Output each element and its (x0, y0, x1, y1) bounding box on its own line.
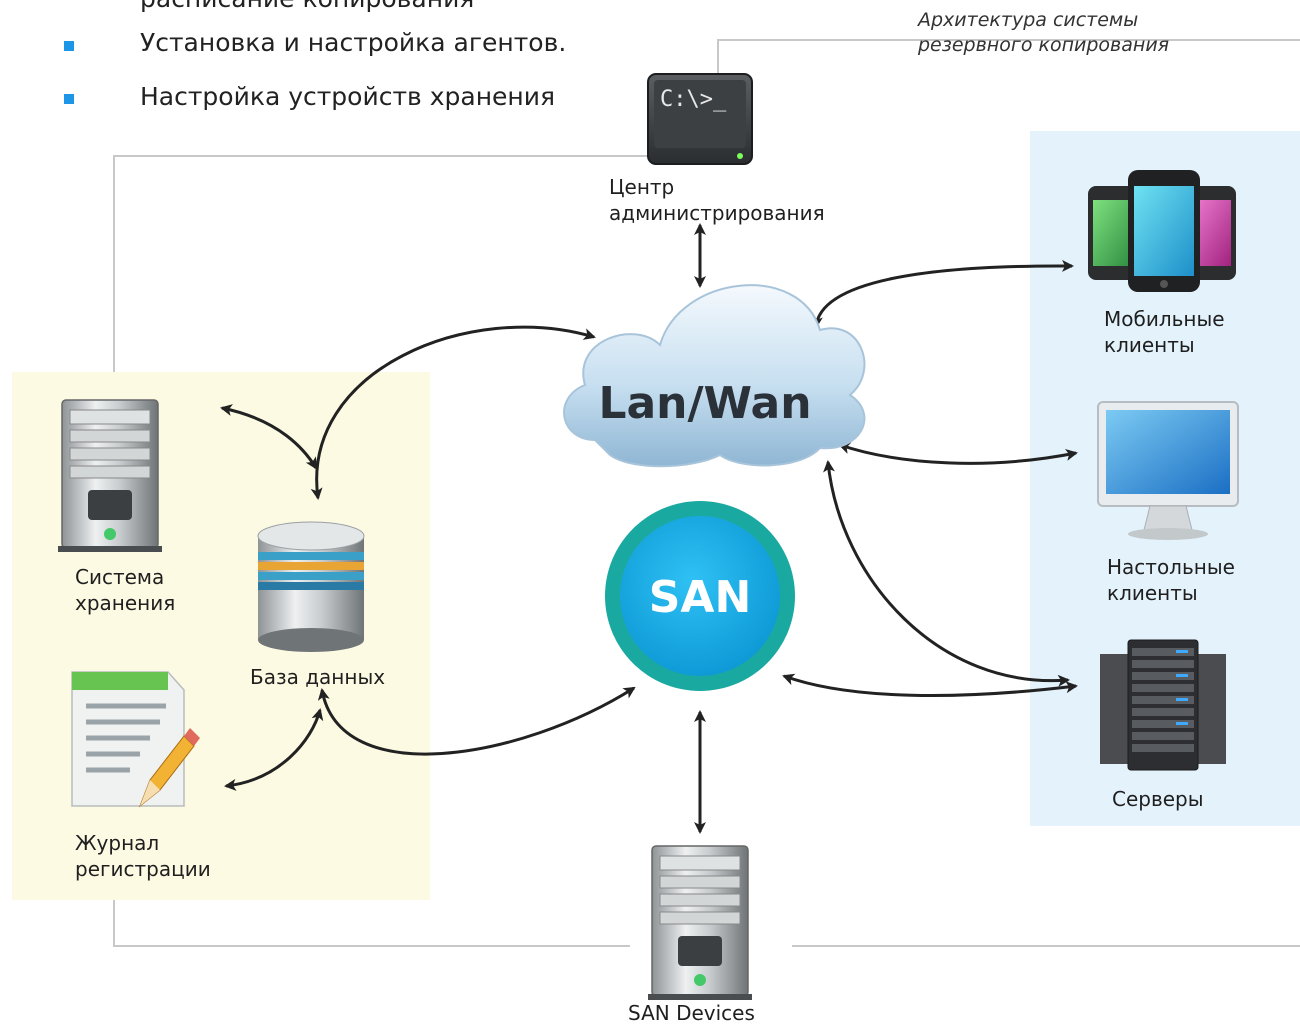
san-label: SAN (649, 572, 752, 623)
cloud-icon: Lan/Wan (563, 284, 866, 468)
mobile-clients-label: Мобильные клиенты (1104, 306, 1225, 358)
san-circle-icon: SAN (605, 501, 795, 691)
terminal-icon: C:\>_ (647, 73, 753, 165)
server-tower-icon-san-devices (648, 845, 752, 1000)
bullet-item-agents: Установка и настройка агентов. (140, 28, 567, 57)
arrow-db-cloud (310, 325, 596, 500)
storage-label-line-2: хранения (75, 591, 176, 615)
diagram-caption: Архитектура системы резервного копирован… (918, 8, 1169, 58)
terminal-prompt-text: C:\>_ (660, 87, 727, 112)
monitor-icon (1097, 401, 1239, 540)
cloud-label: Lan/Wan (598, 378, 811, 429)
caption-line-2: резервного копирования (918, 34, 1170, 56)
admin-label-line-1: Центр (609, 175, 675, 199)
storage-label-line-1: Система (75, 565, 165, 589)
arrow-cloud-servers (823, 460, 1070, 687)
database-label: База данных (250, 665, 386, 689)
arrow-storage-db (220, 404, 318, 470)
arrow-san-servers (782, 673, 1078, 697)
arrow-cloud-mobile (810, 259, 1074, 329)
storage-label: Система хранения (75, 564, 175, 616)
database-icon (257, 521, 365, 652)
arrow-cloud-desktop (838, 442, 1078, 465)
smartphones-icon (1088, 170, 1236, 292)
desktop-clients-label: Настольные клиенты (1107, 554, 1235, 606)
mobile-label-line-1: Мобильные (1104, 307, 1225, 331)
bullet-item-storage: Настройка устройств хранения (140, 82, 556, 111)
admin-center-label: Центр администрирования (609, 174, 825, 226)
journal-label-line-1: Журнал (75, 831, 160, 855)
journal-label-line-2: регистрации (75, 857, 211, 881)
bullet-marker (64, 41, 74, 51)
server-rack-icon (1100, 639, 1226, 771)
bullet-marker (64, 94, 74, 104)
admin-label-line-2: администрирования (609, 201, 825, 225)
journal-label: Журнал регистрации (75, 830, 211, 882)
caption-line-1: Архитектура системы (918, 9, 1139, 31)
servers-label: Серверы (1112, 787, 1204, 811)
partial-bullet-text: расписание копирования (140, 0, 474, 13)
desktop-label-line-2: клиенты (1107, 581, 1198, 605)
arrow-db-san (317, 686, 636, 756)
san-devices-label: SAN Devices (628, 1001, 755, 1025)
mobile-label-line-2: клиенты (1104, 333, 1195, 357)
server-tower-icon-storage (58, 399, 162, 552)
desktop-label-line-1: Настольные (1107, 555, 1235, 579)
arrow-journal-db (224, 708, 324, 791)
document-pencil-icon (71, 671, 200, 808)
